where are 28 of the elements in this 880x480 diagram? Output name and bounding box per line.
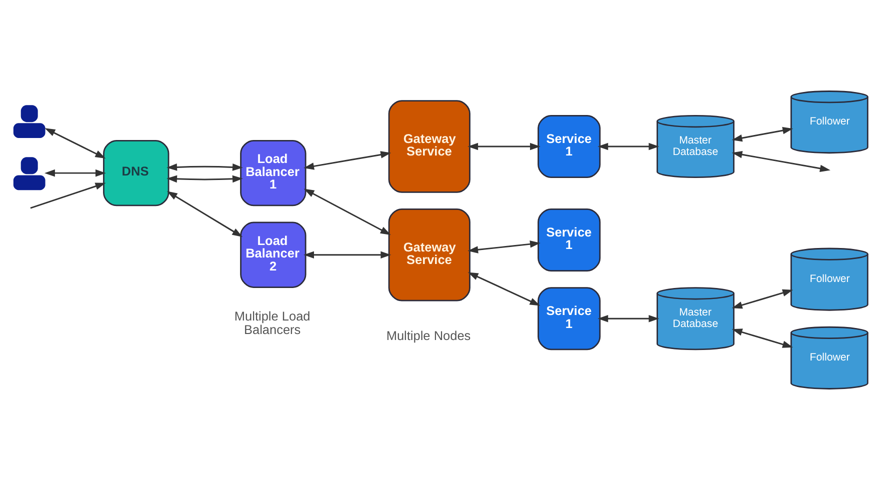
label: Multiple Nodes xyxy=(386,328,471,343)
arrow xyxy=(166,175,243,183)
arrow xyxy=(732,289,793,309)
arrow xyxy=(44,128,106,158)
arrow xyxy=(598,142,660,150)
arrow xyxy=(468,240,540,254)
node-box: Service 1 xyxy=(538,115,601,178)
node-box: DNS xyxy=(103,140,170,206)
node-box: Gateway Service xyxy=(388,208,470,302)
node-box: Load Balancer 2 xyxy=(240,222,306,288)
arrow xyxy=(166,164,243,171)
arrow xyxy=(166,191,243,237)
node-box: Service 1 xyxy=(538,287,601,350)
arrow xyxy=(732,150,830,172)
node-box: Service 1 xyxy=(538,208,601,272)
node-box: Gateway Service xyxy=(388,100,470,193)
arrow xyxy=(468,272,540,306)
arrow xyxy=(304,251,392,259)
arrow xyxy=(304,188,391,235)
arrow xyxy=(732,126,794,142)
arrow xyxy=(732,328,793,348)
arrow xyxy=(44,169,106,177)
arrow xyxy=(468,142,540,150)
arrow xyxy=(304,151,392,170)
node-box: Load Balancer 1 xyxy=(240,140,306,206)
arrow xyxy=(30,182,106,209)
arrow xyxy=(598,314,660,322)
label: Multiple Load Balancers xyxy=(234,308,310,338)
